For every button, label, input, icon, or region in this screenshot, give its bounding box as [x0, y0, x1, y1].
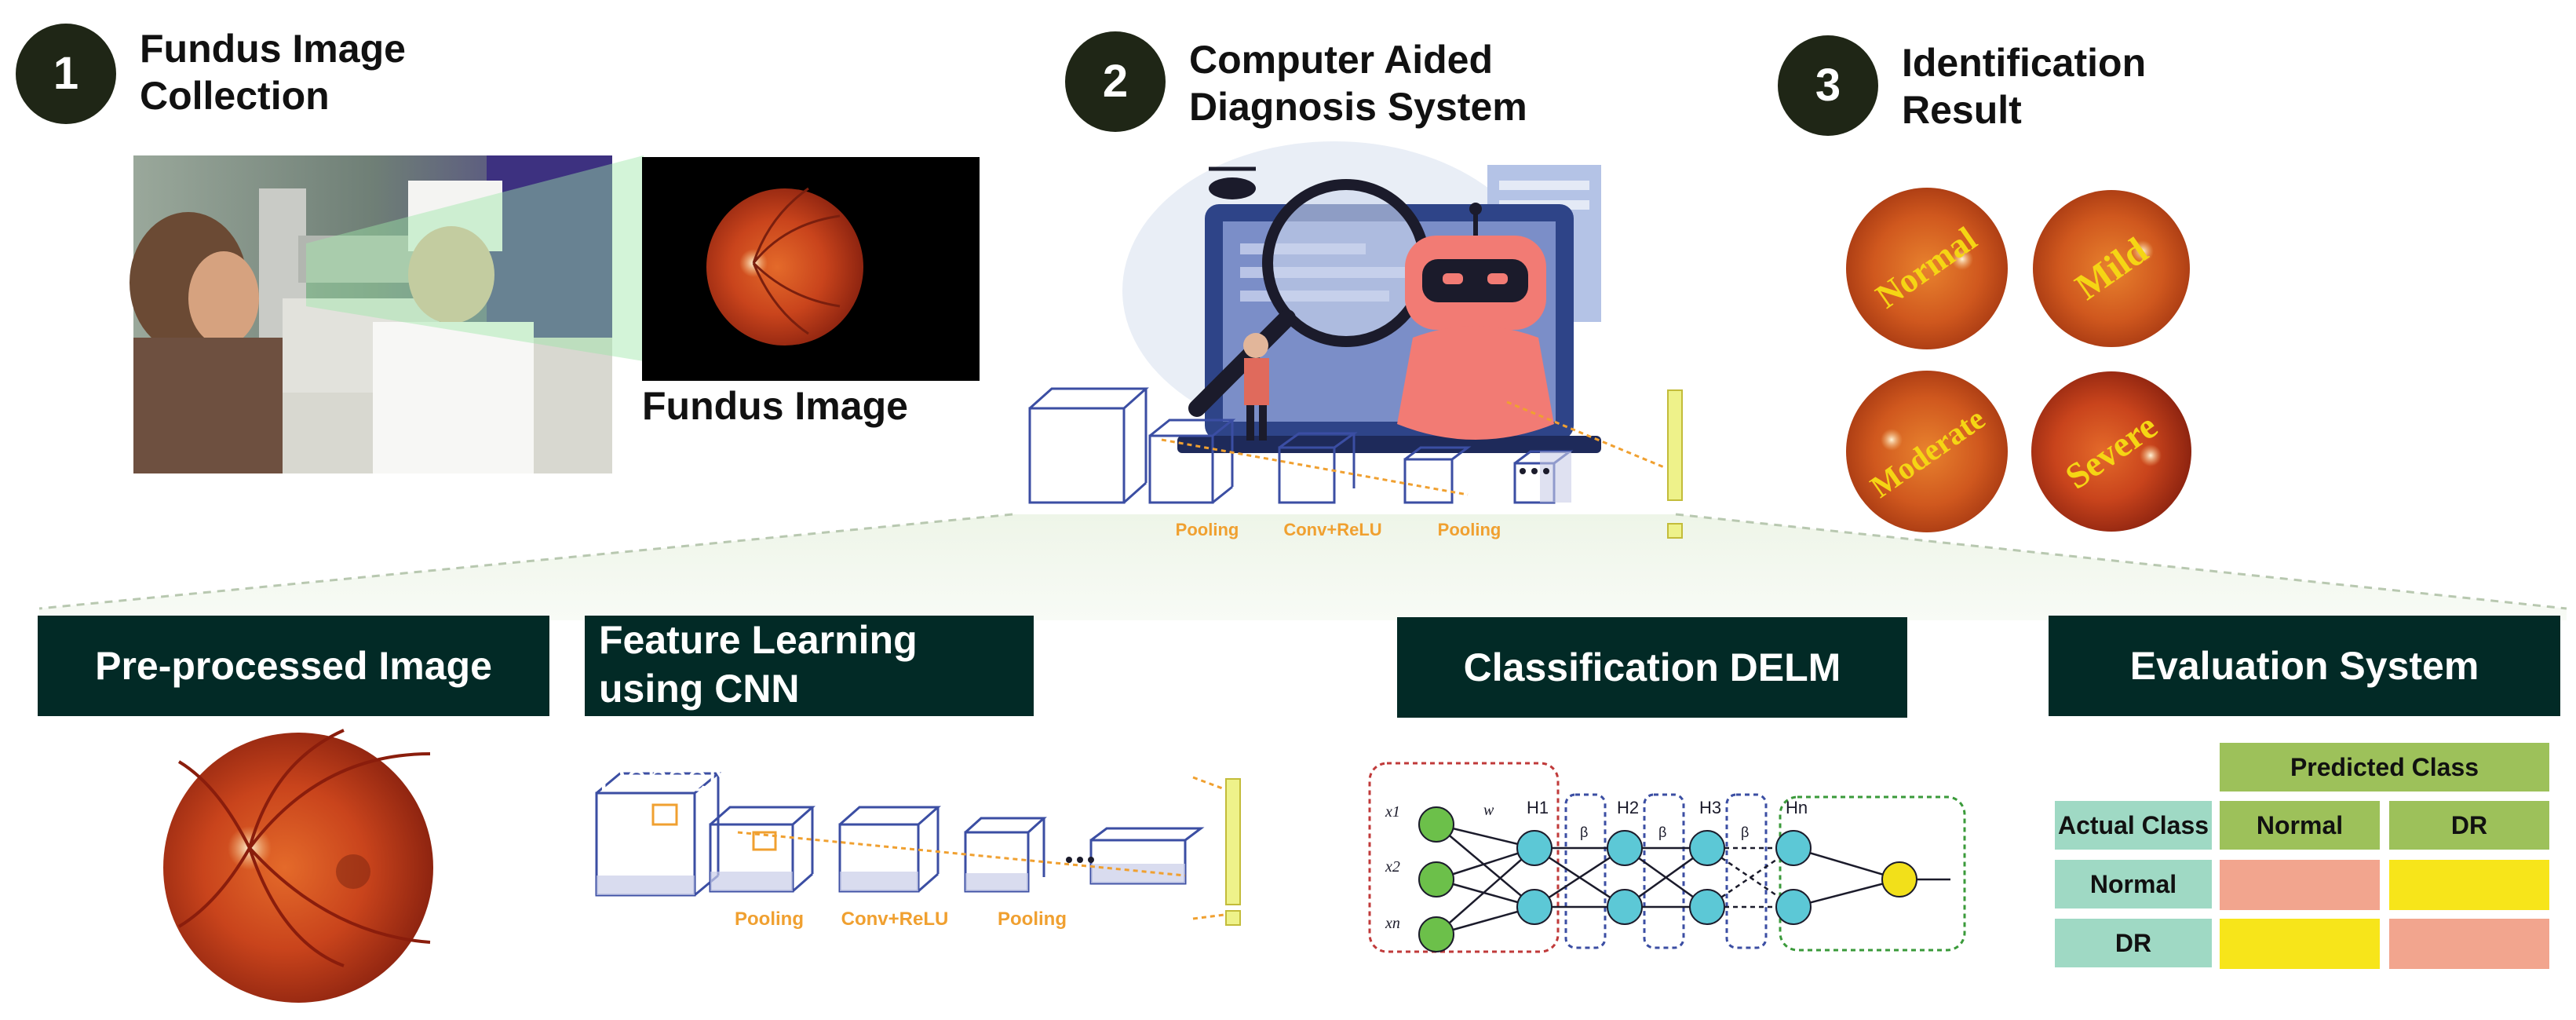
fundus-camera-photo — [130, 155, 612, 473]
matrix-cell-normal-normal — [2220, 860, 2380, 910]
delm-beta-label-3: β — [1741, 824, 1749, 840]
matrix-cell-dr-dr — [2389, 919, 2549, 969]
banner-feature-learning-title: Feature Learning using CNN — [599, 618, 918, 711]
step-2-title: Computer Aided Diagnosis System — [1189, 38, 1527, 129]
step-3-title: Identification Result — [1902, 41, 2147, 132]
delm-beta-label-1: β — [1580, 824, 1588, 840]
banner-classification-delm: Classification DELM — [1397, 617, 1907, 718]
result-eye-normal — [1846, 188, 2008, 349]
preprocessed-eye — [163, 733, 433, 1003]
row-header-dr: DR — [2055, 919, 2212, 967]
result-eye-severe — [2031, 371, 2191, 532]
matrix-cell-dr-normal — [2220, 919, 2380, 969]
delm-input-xn: xn — [1385, 915, 1400, 932]
perspective-fan — [39, 514, 2567, 620]
column-header-dr: DR — [2389, 801, 2549, 850]
cad-cnn-label-conv-relu: Conv+ReLU — [1283, 520, 1381, 539]
banner-feature-learning-subtitle: (GoogleNet, ResNet, DenseNet) — [599, 714, 949, 799]
matrix-cell-normal-dr — [2389, 860, 2549, 910]
fundus-image-eye — [706, 188, 863, 345]
delm-input-x1: x1 — [1385, 803, 1400, 821]
cnn-label-pooling-2: Pooling — [998, 908, 1067, 930]
predicted-class-header: Predicted Class — [2220, 743, 2549, 792]
cad-cnn-label-pooling-2: Pooling — [1438, 520, 1501, 539]
step-3-badge: 3 — [1778, 35, 1878, 136]
actual-class-header: Actual Class — [2055, 801, 2212, 850]
fundus-image-label: Fundus Image — [642, 384, 908, 428]
cad-cnn-diagram — [1028, 387, 1665, 504]
cnn-label-pooling-1: Pooling — [735, 908, 804, 930]
step-1-badge: 1 — [16, 24, 116, 124]
step-1-title: Fundus Image Collection — [140, 27, 406, 118]
feature-cnn-diagram — [595, 772, 1225, 920]
delm-layer-h1: H1 — [1527, 798, 1549, 817]
delm-layer-hn: Hn — [1786, 798, 1808, 817]
banner-evaluation-system: Evaluation System — [2049, 616, 2560, 716]
banner-feature-learning: Feature Learning using CNN (GoogleNet, R… — [585, 616, 1034, 799]
column-header-normal: Normal — [2220, 801, 2380, 850]
step-2-badge: 2 — [1065, 31, 1166, 132]
cnn-label-conv-relu: Conv+ReLU — [841, 908, 949, 930]
result-eye-moderate — [1846, 371, 2008, 532]
delm-input-x2: x2 — [1385, 858, 1400, 876]
delm-layer-h2: H2 — [1617, 798, 1639, 817]
delm-layer-h3: H3 — [1699, 798, 1721, 817]
delm-weight-label: w — [1483, 802, 1494, 819]
banner-preprocessed-image: Pre-processed Image — [38, 616, 549, 716]
cad-illustration — [1122, 141, 1601, 453]
delm-beta-label-2: β — [1658, 824, 1666, 840]
cad-cnn-label-pooling-1: Pooling — [1176, 520, 1239, 539]
row-header-normal: Normal — [2055, 860, 2212, 908]
delm-network — [1368, 762, 1966, 953]
result-eye-mild — [2033, 190, 2190, 347]
